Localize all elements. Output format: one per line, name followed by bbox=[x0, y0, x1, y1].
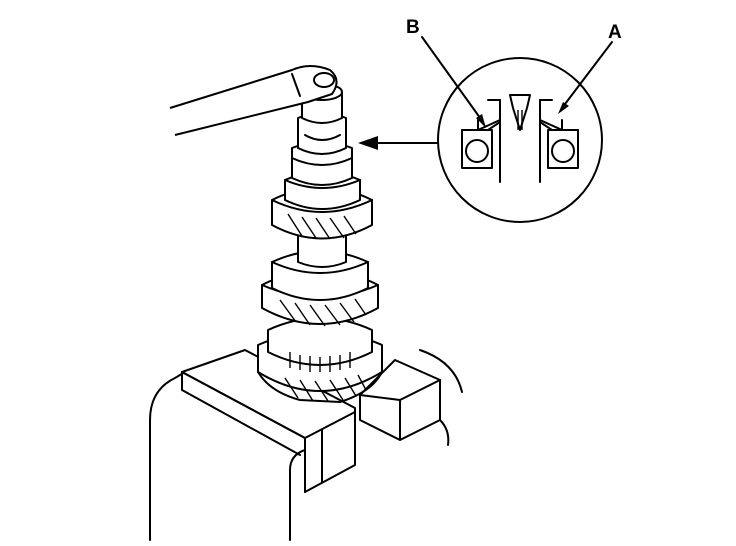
label-b: B bbox=[406, 17, 420, 38]
label-b-group: B bbox=[406, 17, 486, 128]
detail-magnified-view bbox=[437, 57, 603, 223]
countershaft-assembly bbox=[257, 83, 383, 403]
label-a: A bbox=[608, 22, 622, 43]
detail-arrow bbox=[358, 136, 439, 150]
label-a-group: A bbox=[558, 22, 622, 114]
wrench-handle bbox=[169, 65, 338, 136]
